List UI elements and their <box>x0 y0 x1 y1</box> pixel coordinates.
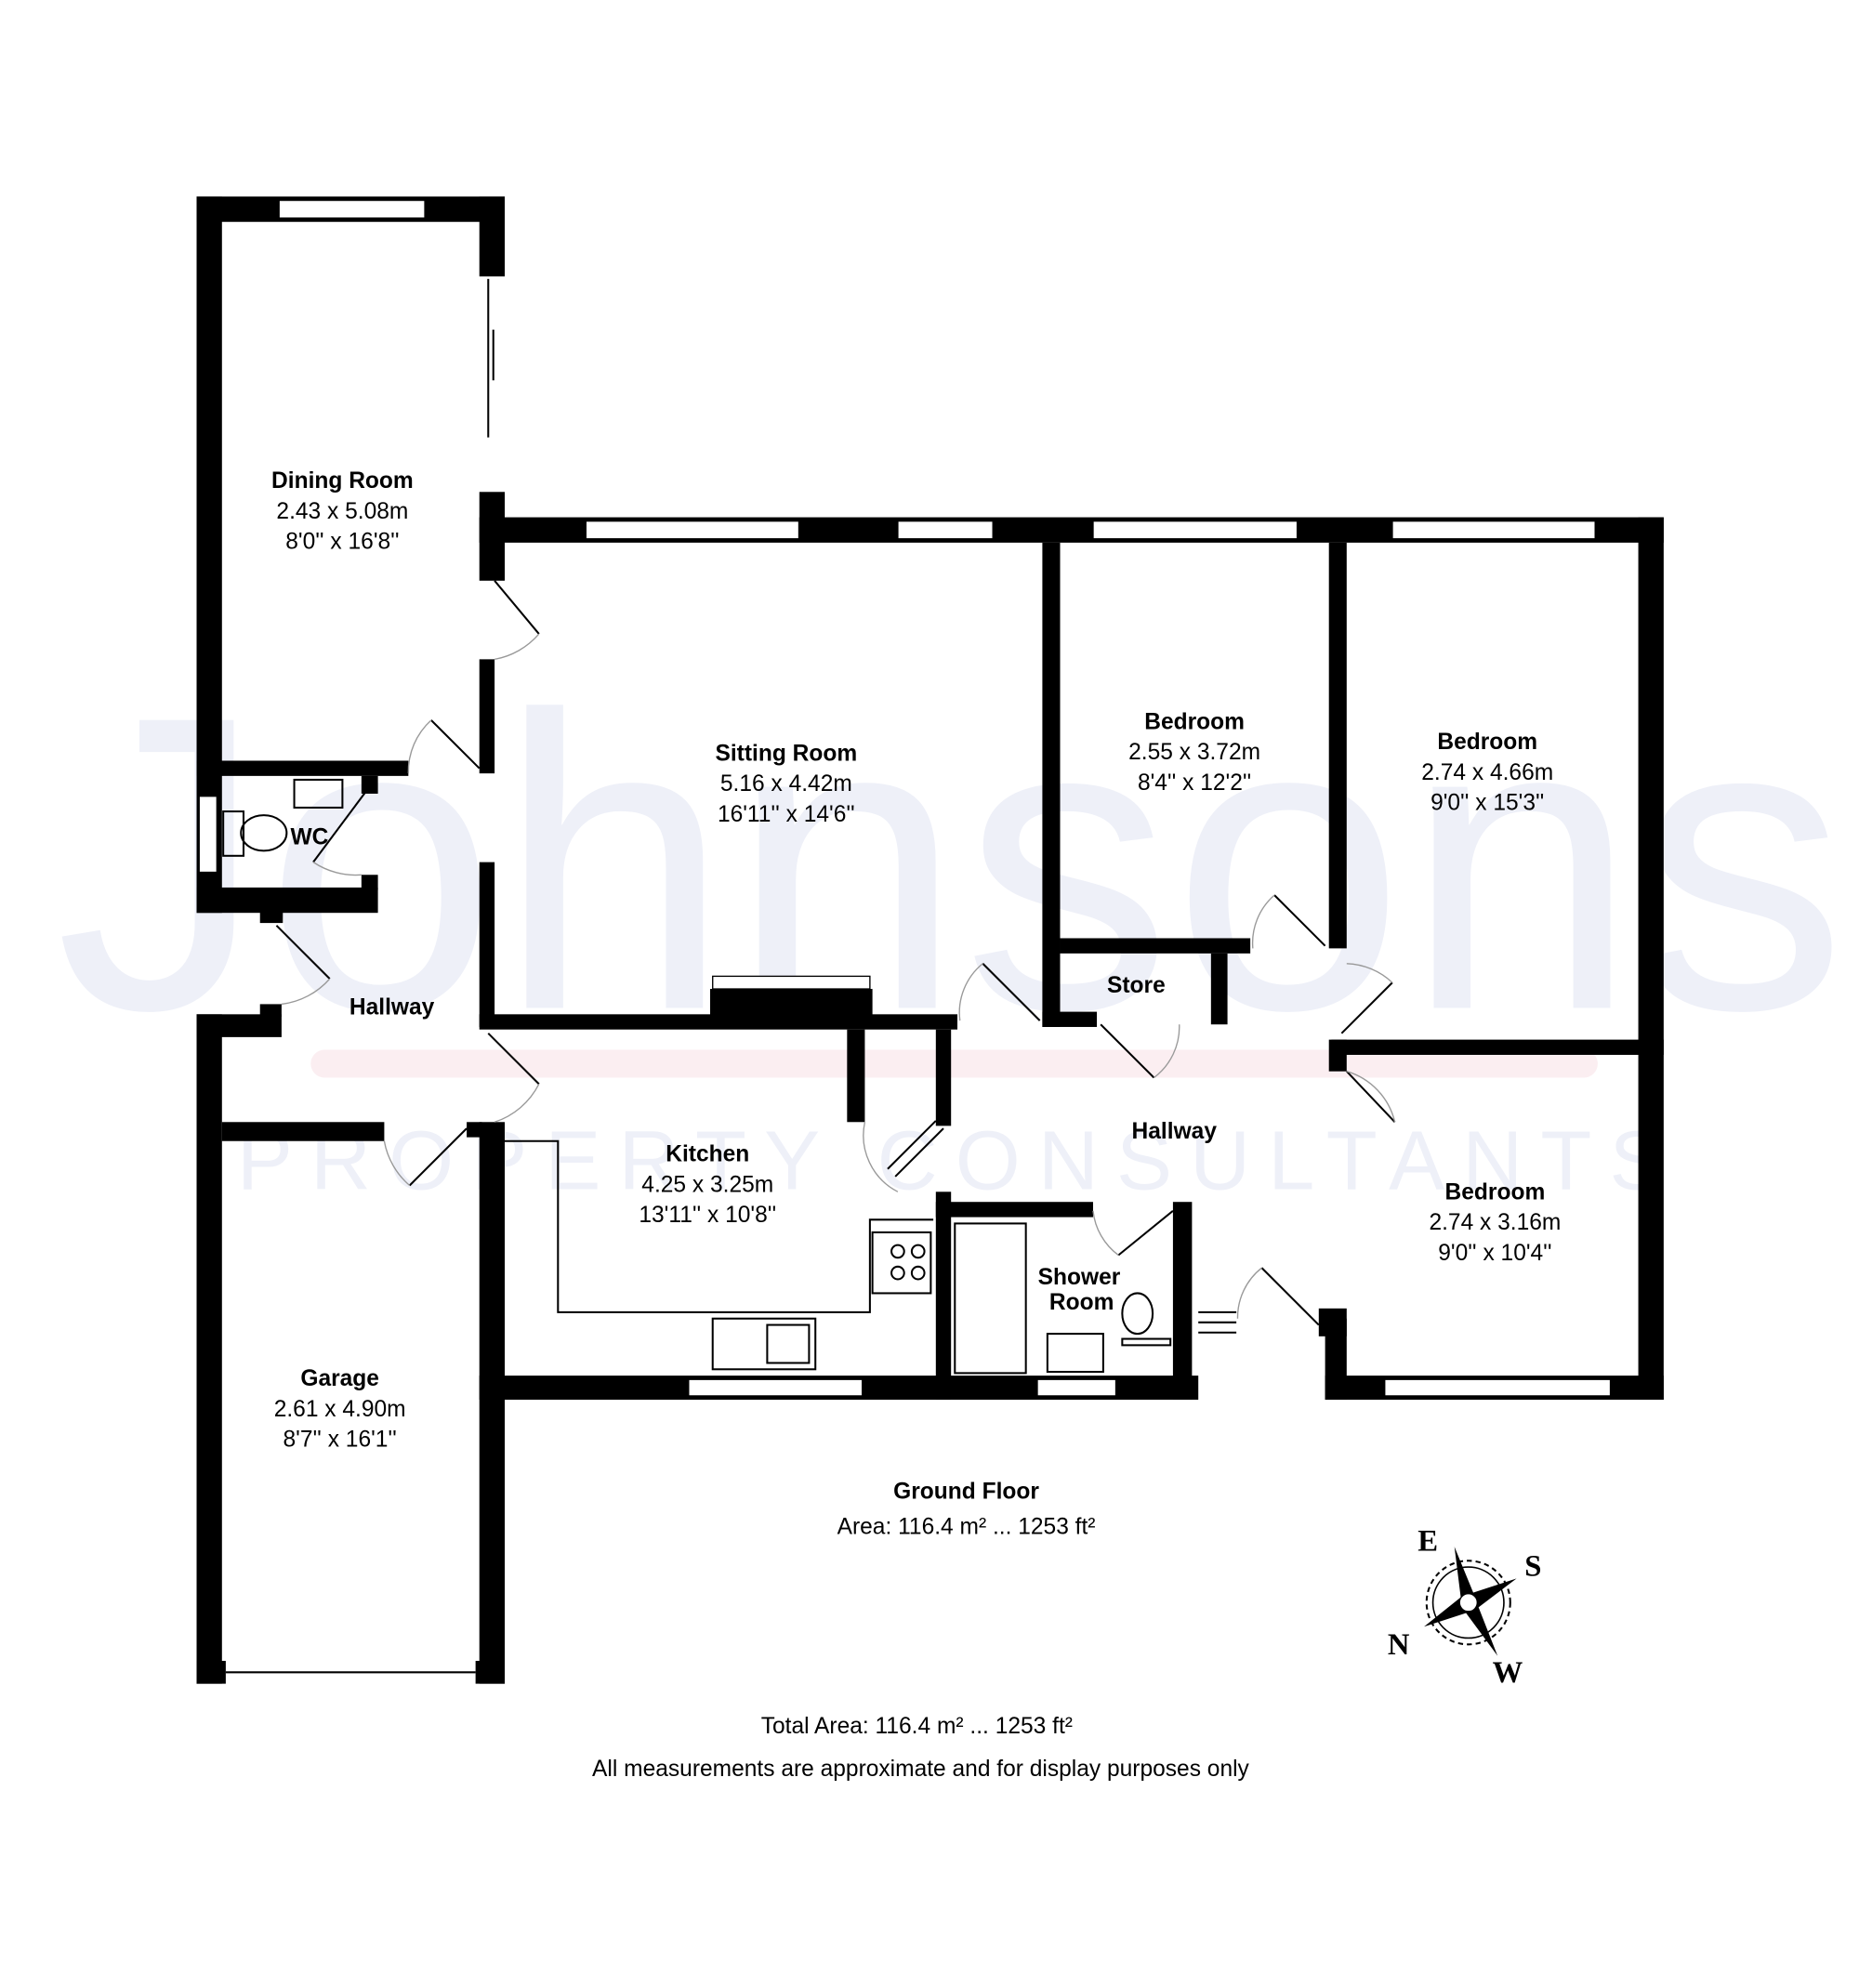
walls <box>196 196 1664 1684</box>
room-imperial: 16'11'' x 14'6'' <box>718 802 855 827</box>
fixtures <box>222 778 1172 1375</box>
shower-tray-icon <box>954 1222 1027 1375</box>
shower-basin-icon <box>1046 1333 1104 1374</box>
room-bedroom-2: Bedroom 2.74 x 4.66m 9'0'' x 15'3'' <box>1421 730 1553 815</box>
shower-toilet-icon <box>1121 1292 1172 1347</box>
room-dining-room: Dining Room 2.43 x 5.08m 8'0'' x 16'8'' <box>271 468 414 554</box>
room-shower-label-line1: Shower <box>1038 1265 1121 1290</box>
room-name: Bedroom <box>1144 709 1245 734</box>
watermark-logo: Johnsons PROPERTY CONSULTANTS <box>56 630 1847 1208</box>
disclaimer: All measurements are approximate and for… <box>592 1757 1249 1782</box>
compass-e: E <box>1417 1524 1438 1558</box>
hob-icon <box>871 1231 932 1295</box>
room-imperial: 8'0'' x 16'8'' <box>285 530 399 555</box>
sink-icon <box>711 1317 817 1371</box>
toilet-icon <box>222 810 288 857</box>
room-imperial: 8'7'' x 16'1'' <box>283 1428 397 1453</box>
compass-s: S <box>1524 1550 1541 1584</box>
room-hallway-right-label: Hallway <box>1132 1119 1218 1144</box>
room-metric: 2.55 x 3.72m <box>1128 740 1260 765</box>
room-metric: 2.74 x 4.66m <box>1421 760 1553 785</box>
room-imperial: 9'0'' x 10'4'' <box>1438 1241 1551 1266</box>
kitchen-worktop <box>494 1139 934 1313</box>
room-wc-label: WC <box>290 825 328 850</box>
room-bedroom-3: Bedroom 2.74 x 3.16m 9'0'' x 10'4'' <box>1429 1179 1561 1265</box>
room-name: Bedroom <box>1445 1179 1546 1205</box>
room-hallway-left-label: Hallway <box>349 994 435 1020</box>
room-metric: 2.61 x 4.90m <box>274 1397 406 1422</box>
room-store-label: Store <box>1107 973 1166 998</box>
room-name: Garage <box>300 1366 379 1391</box>
wc-basin-icon <box>293 778 344 809</box>
room-sitting-room: Sitting Room 5.16 x 4.42m 16'11'' x 14'6… <box>715 741 857 826</box>
room-garage: Garage 2.61 x 4.90m 8'7'' x 16'1'' <box>274 1366 406 1452</box>
doors <box>275 580 1396 1326</box>
floor-name: Ground Floor <box>893 1479 1039 1504</box>
room-name: Bedroom <box>1437 730 1537 755</box>
floor-area: Area: 116.4 m² ... 1253 ft² <box>837 1515 1096 1540</box>
room-metric: 2.74 x 3.16m <box>1429 1210 1561 1235</box>
room-imperial: 13'11'' x 10'8'' <box>639 1203 776 1228</box>
compass-w: W <box>1493 1656 1523 1690</box>
room-metric: 2.43 x 5.08m <box>276 499 408 524</box>
compass-n: N <box>1388 1628 1410 1662</box>
room-metric: 5.16 x 4.42m <box>720 771 852 797</box>
room-imperial: 9'0'' x 15'3'' <box>1431 791 1544 816</box>
room-imperial: 8'4'' x 12'2'' <box>1138 770 1251 796</box>
room-metric: 4.25 x 3.25m <box>641 1172 773 1197</box>
room-shower-label-line2: Room <box>1049 1290 1114 1315</box>
room-name: Dining Room <box>271 468 414 494</box>
room-labels: Dining Room 2.43 x 5.08m 8'0'' x 16'8'' … <box>271 468 1561 1452</box>
room-kitchen: Kitchen 4.25 x 3.25m 13'11'' x 10'8'' <box>639 1142 776 1228</box>
room-name: Sitting Room <box>715 741 857 766</box>
room-name: Kitchen <box>666 1142 749 1167</box>
room-bedroom-1: Bedroom 2.55 x 3.72m 8'4'' x 12'2'' <box>1128 709 1260 795</box>
total-area: Total Area: 116.4 m² ... 1253 ft² <box>761 1714 1073 1739</box>
compass-icon: E S N W <box>1388 1524 1542 1690</box>
